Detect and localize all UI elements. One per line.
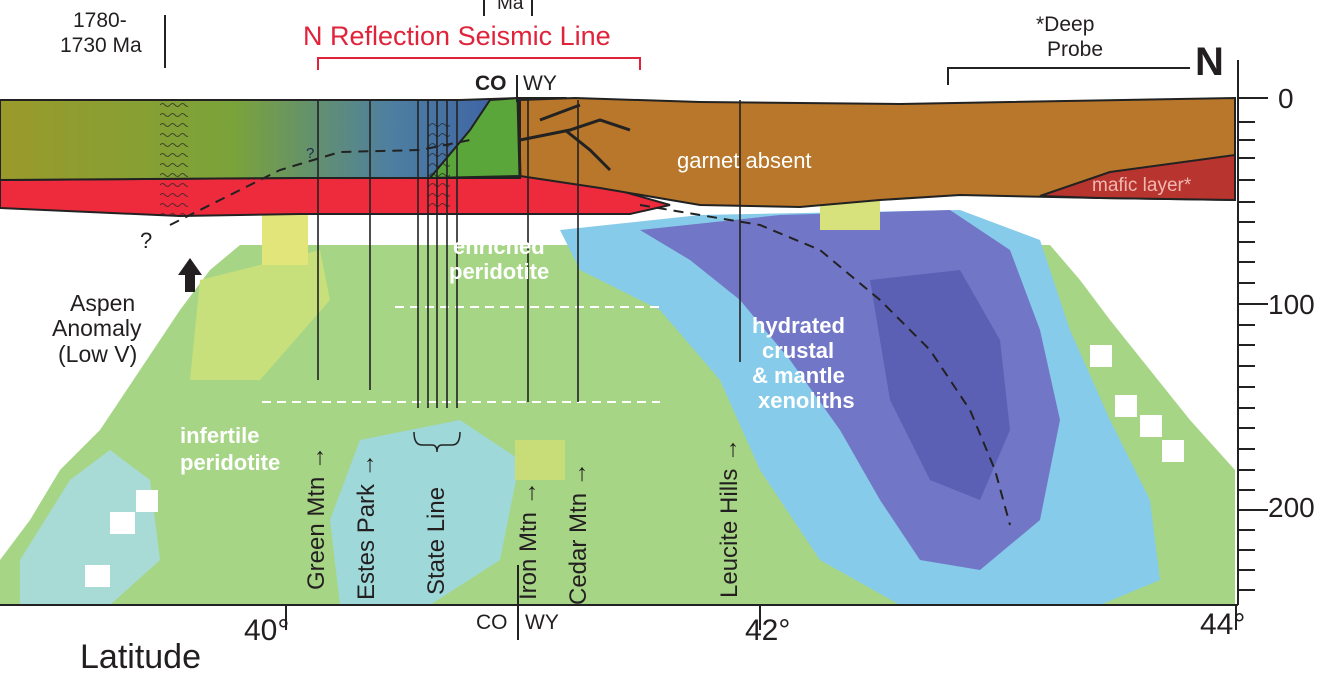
locality-estes-park-arrow: → (353, 453, 380, 478)
depth-axis (1237, 97, 1268, 605)
infertile-label-line1: infertile (180, 423, 260, 448)
mantle-dark-purple (870, 270, 1010, 500)
state-line-brace (413, 431, 461, 453)
depth-boundary-lines (262, 306, 660, 403)
latitude-tick-44: 44° (1200, 608, 1246, 641)
question-mark-left: ? (140, 228, 153, 253)
deep-probe-bracket (947, 67, 1190, 85)
age-label-line1: 1780- (73, 9, 127, 32)
latitude-axis (0, 565, 1238, 640)
mantle-tomography (0, 200, 1235, 605)
crust-xenolith-zone-center (428, 120, 450, 214)
deep-probe-line1: *Deep (1036, 13, 1095, 36)
locality-iron-mtn-arrow: → (515, 481, 542, 506)
mantle-cyan-middle (330, 420, 520, 605)
locality-state-line-text: State Line (423, 486, 450, 595)
co-bottom-label: CO (476, 611, 508, 634)
locality-estes-park-text: Estes Park (353, 483, 380, 600)
hydrated-label-line1: hydrated (752, 313, 845, 338)
locality-iron-mtn: Iron Mtn → (515, 481, 542, 600)
locality-green-mtn-text: Green Mtn (303, 476, 330, 590)
hydrated-label-line3: & mantle (752, 363, 845, 388)
locality-cedar-mtn: Cedar Mtn → (565, 462, 592, 605)
enriched-label-line2: peridotite (449, 259, 550, 284)
depth-tick-100: 100 (1268, 289, 1315, 320)
locality-leucite-hills-arrow: → (716, 437, 743, 462)
question-mark-upper: ? (306, 145, 315, 162)
mantle-yellow-left (190, 250, 330, 380)
locality-cedar-mtn-arrow: → (565, 462, 592, 487)
crust-xenolith-zone-left (160, 98, 188, 216)
right-dashed-boundary (639, 204, 1011, 526)
locality-cedar-mtn-text: Cedar Mtn (565, 492, 592, 605)
age-label-line2: 1730 Ma (60, 34, 142, 57)
depth-tick-200: 200 (1268, 492, 1315, 523)
north-label: N (1195, 40, 1224, 84)
seismic-line-bracket (317, 57, 641, 70)
depth-tick-0: 0 (1278, 83, 1294, 114)
co-wy-branch-lines (516, 97, 631, 177)
locality-green-mtn: Green Mtn → (303, 445, 330, 590)
aspen-label-line2: Anomaly (52, 315, 142, 341)
seismic-line-title: N Reflection Seismic Line (303, 21, 611, 51)
mantle-yellow-bottom (515, 440, 565, 480)
hydrated-label-line4: xenoliths (758, 388, 855, 413)
mantle-cyan-left (20, 450, 160, 605)
crust-brown (519, 96, 1236, 209)
aspen-label-line3: (Low V) (58, 341, 138, 367)
co-top-label: CO (475, 72, 507, 95)
wy-bottom-label: WY (525, 611, 559, 634)
enriched-label-line1: enriched (453, 234, 545, 259)
latitude-tick-40: 40° (244, 614, 290, 647)
upper-crust-left (0, 96, 521, 182)
aspen-arrow-icon (178, 258, 202, 292)
aspen-label-line1: Aspen (70, 290, 136, 316)
garnet-absent-label: garnet absent (677, 148, 812, 173)
locality-leucite-hills: Leucite Hills → (716, 437, 743, 598)
locality-iron-mtn-text: Iron Mtn (515, 511, 542, 600)
latitude-tick-42: 42° (745, 614, 791, 647)
mafic-layer-label: mafic layer* (1092, 175, 1192, 196)
locality-lines (317, 100, 741, 408)
top-brackets (164, 0, 1239, 102)
locality-green-mtn-arrow: → (303, 445, 330, 470)
ma-label: Ma (497, 0, 524, 14)
crust-section (0, 96, 1236, 218)
locality-estes-park: Estes Park → (353, 453, 380, 600)
locality-leucite-hills-text: Leucite Hills (716, 468, 743, 598)
mafic-layer (1039, 153, 1236, 202)
hydrated-label-line2: crustal (762, 338, 835, 363)
infertile-label-line2: peridotite (180, 450, 281, 475)
mantle-yellow-top (262, 215, 308, 265)
latitude-axis-label: Latitude (80, 638, 201, 676)
locality-state-line: State Line (423, 486, 450, 595)
wy-top-label: WY (523, 72, 557, 95)
deep-probe-line2: Probe (1047, 38, 1104, 61)
